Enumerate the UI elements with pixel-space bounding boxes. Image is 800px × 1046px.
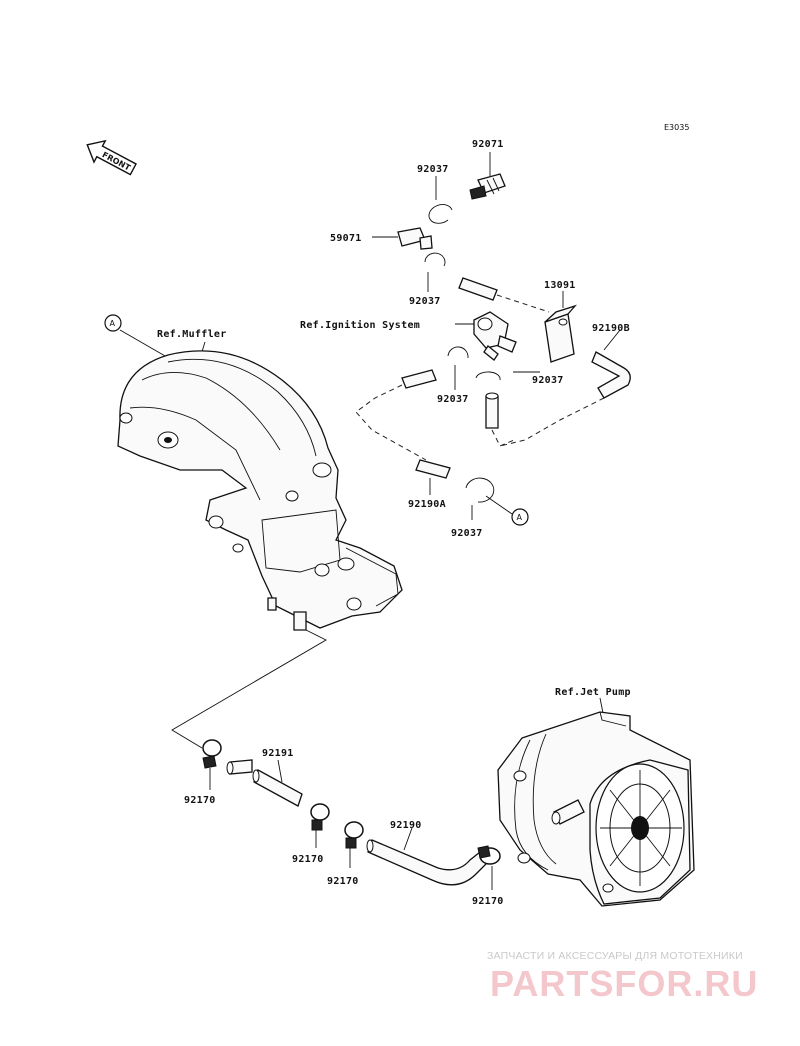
front-arrow-icon: FRONT: [86, 139, 137, 176]
hose-92191: [253, 769, 303, 807]
ref-ignition-system: Ref.Ignition System: [300, 319, 420, 331]
bracket-13091: [544, 291, 578, 363]
muffler: [117, 350, 403, 631]
cap-92071: [469, 152, 506, 200]
callout-a-left: A: [104, 314, 122, 332]
circlip-top: [428, 204, 453, 224]
clamp-mid1: [310, 803, 330, 848]
label-92170-left: 92170: [184, 795, 216, 806]
hose-92190A: [415, 459, 451, 479]
label-92170-mid2: 92170: [327, 876, 359, 887]
label-13091: 13091: [544, 280, 576, 291]
ref-jet-pump: Ref.Jet Pump: [555, 687, 631, 698]
label-92191: 92191: [262, 748, 294, 759]
label-59071: 59071: [330, 233, 362, 244]
circlip-bottom: [465, 477, 495, 503]
label-92037-mid: 92037: [437, 394, 469, 405]
svg-text:A: A: [110, 319, 116, 328]
svg-text:A: A: [517, 513, 523, 522]
diagram-code: E3035: [664, 123, 689, 132]
clamp-left: [202, 739, 222, 790]
label-92037-bottom: 92037: [451, 528, 483, 539]
tube-mid: [401, 369, 437, 389]
watermark-logo: PARTSFOR.RU: [490, 963, 759, 1004]
label-92170-mid1: 92170: [292, 854, 324, 865]
callout-a-right: A: [511, 508, 529, 526]
circlip-mid-a: [447, 346, 469, 359]
circlip-right: [475, 371, 501, 381]
label-92170-right: 92170: [472, 896, 504, 907]
ref-muffler: Ref.Muffler: [157, 329, 227, 340]
short-tube: [458, 277, 498, 301]
dashed-route-left: [355, 384, 427, 461]
leader-line: [171, 629, 327, 749]
clamp-mid2: [344, 821, 364, 868]
circlip-under-fitting: [424, 252, 446, 267]
label-92071: 92071: [472, 139, 504, 150]
label-92190A: 92190A: [408, 499, 446, 510]
dashed-route: [496, 294, 550, 313]
fitting-59071: [372, 227, 433, 250]
ignition-component: [455, 311, 517, 361]
dashed-route-mid: [491, 429, 515, 447]
hose-92190B: [499, 329, 631, 447]
label-92037-fitting: 92037: [409, 296, 441, 307]
label-92037-right: 92037: [532, 375, 564, 386]
label-92037-top: 92037: [417, 164, 449, 175]
hose-92190: [367, 839, 489, 886]
label-92190B: 92190B: [592, 323, 630, 334]
watermark-tagline: ЗАПЧАСТИ И АКСЕССУАРЫ ДЛЯ МОТОТЕХНИКИ: [487, 950, 743, 962]
vertical-tube: [485, 395, 499, 429]
label-92190: 92190: [390, 820, 422, 831]
jet-pump: [497, 711, 695, 907]
clamp-right: [477, 845, 501, 890]
